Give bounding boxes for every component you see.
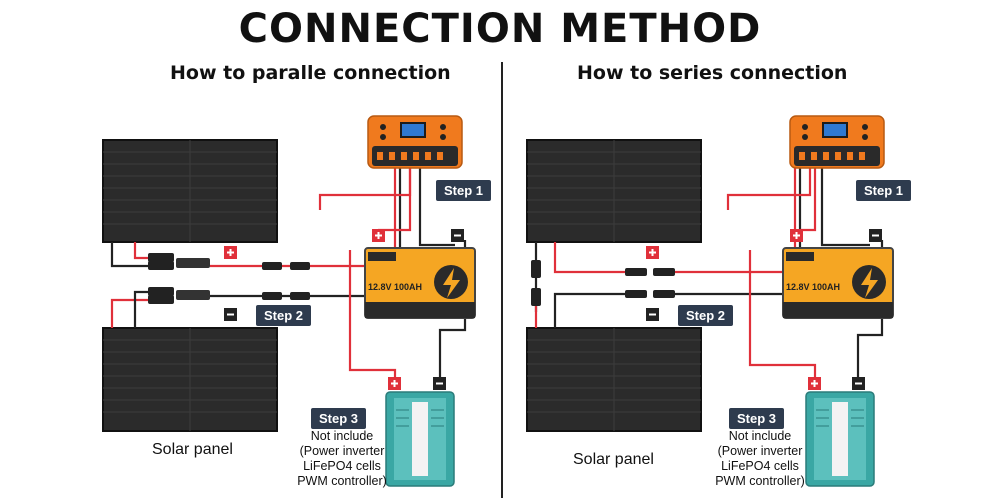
inverter-icon: [385, 391, 455, 487]
minus-icon: [224, 308, 237, 321]
battery-spec-label: 12.8V 100AH: [368, 282, 422, 292]
note-line: Not include: [310, 429, 374, 443]
charge-controller-icon: [789, 115, 885, 169]
solar-panel-label: Solar panel: [573, 451, 654, 468]
parallel-heading: How to paralle connection: [170, 62, 451, 84]
minus-icon: [646, 308, 659, 321]
note-line: Not include: [728, 429, 792, 443]
series-heading: How to series connection: [577, 62, 848, 84]
solar-panel-icon: [526, 139, 702, 243]
mc4-connector-icon: [531, 260, 675, 306]
inverter-icon: [805, 391, 875, 487]
solar-panel-icon: [102, 139, 278, 243]
note-line: LiFePO4 cells: [303, 459, 381, 473]
lightning-icon: [443, 268, 460, 298]
battery-icon: 12.8V 100AH: [782, 247, 894, 319]
step-2-badge: Step 2: [256, 305, 312, 326]
section-divider: [501, 62, 503, 498]
note-line: PWM controller): [715, 474, 805, 488]
mc4-connector-icon: [148, 253, 310, 304]
solar-panel-label: Solar panel: [152, 441, 233, 458]
battery-spec-label: 12.8V 100AH: [786, 282, 840, 292]
note-line: (Power inverter: [717, 444, 803, 458]
lightning-icon: [861, 268, 878, 298]
parallel-wiring-svg: 12.8V 100AH: [102, 115, 476, 487]
series-diagram: 12.8V 100AH Step 1 Step 2 Step 3 Solar p…: [500, 0, 1000, 500]
step-3-badge: Step 3: [311, 408, 367, 429]
note-line: LiFePO4 cells: [721, 459, 799, 473]
note-line: (Power inverter: [299, 444, 385, 458]
step-3-badge: Step 3: [729, 408, 785, 429]
solar-panel-icon: [102, 327, 278, 432]
not-included-note: Not include (Power inverter LiFePO4 cell…: [282, 429, 402, 489]
solar-panel-icon: [526, 327, 702, 432]
battery-icon: 12.8V 100AH: [364, 247, 476, 319]
step-1-badge: Step 1: [436, 180, 492, 201]
plus-icon: [224, 246, 237, 259]
note-line: PWM controller): [297, 474, 387, 488]
step-1-badge: Step 1: [856, 180, 912, 201]
plus-icon: [646, 246, 659, 259]
parallel-diagram: 12.8V 100AH Step 1 Step 2 Step 3 Solar p…: [102, 115, 492, 489]
step-2-badge: Step 2: [678, 305, 734, 326]
not-included-note: Not include (Power inverter LiFePO4 cell…: [700, 429, 820, 489]
page-title: CONNECTION METHOD: [238, 6, 762, 52]
series-wiring-svg: 12.8V 100AH: [526, 115, 894, 487]
charge-controller-icon: [367, 115, 463, 169]
